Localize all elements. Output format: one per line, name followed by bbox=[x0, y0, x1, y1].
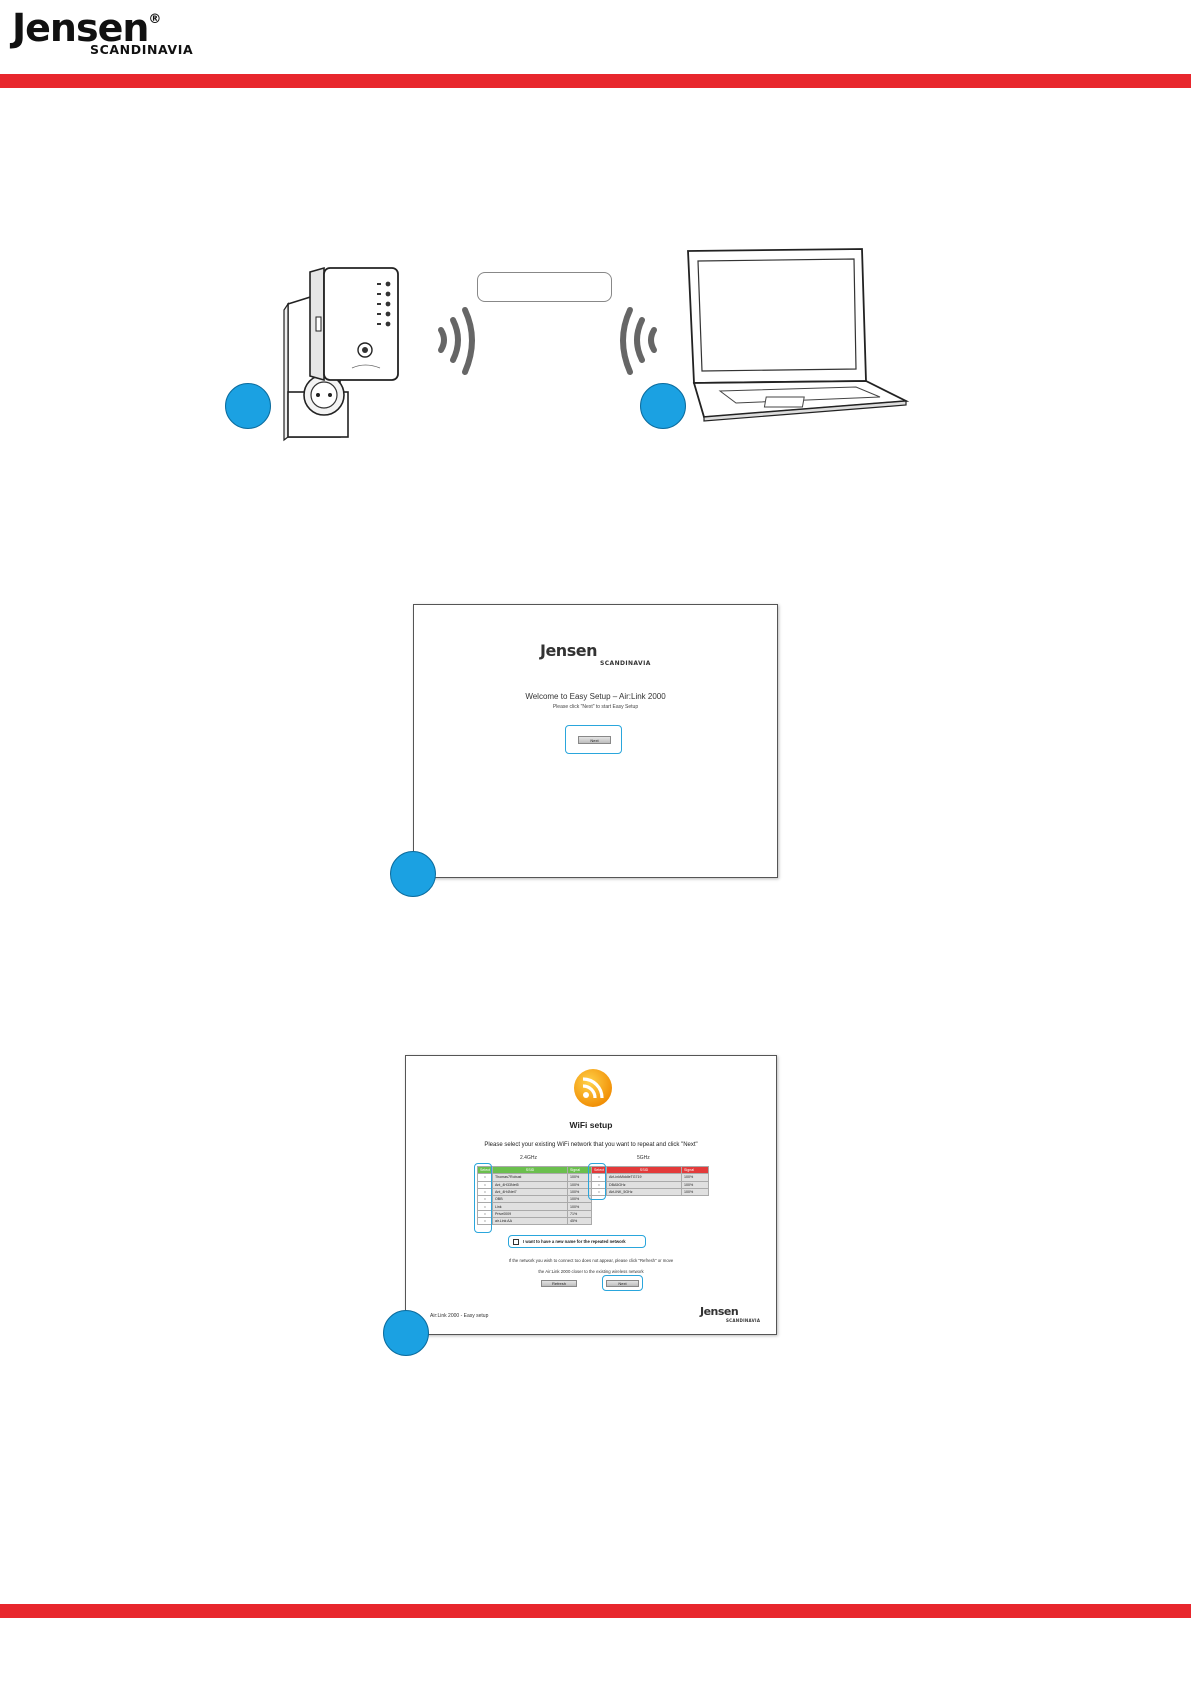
col-ssid: SSID bbox=[492, 1165, 568, 1175]
refresh-button[interactable]: Refresh bbox=[541, 1280, 577, 1287]
col-signal: Signal bbox=[681, 1165, 709, 1175]
ssid-cell: OBB bbox=[492, 1195, 568, 1204]
step-marker-laptop bbox=[640, 383, 686, 429]
band-5-label: 5GHz bbox=[637, 1155, 650, 1161]
signal-cell: 100% bbox=[567, 1202, 592, 1211]
wifi-setup-title: WiFi setup bbox=[569, 1120, 613, 1130]
help-text-line1: If the network you wish to connect too d… bbox=[508, 1258, 674, 1263]
ssid-cell: Thomas7Robust bbox=[492, 1173, 568, 1182]
step-marker-wifi-setup bbox=[383, 1310, 429, 1356]
wifi-waves-icon bbox=[438, 307, 475, 375]
ssid-cell: DBA5GHz bbox=[606, 1180, 682, 1189]
signal-cell: 100% bbox=[681, 1187, 709, 1197]
select-column-highlight-5 bbox=[588, 1163, 606, 1200]
rename-checkbox[interactable] bbox=[513, 1239, 519, 1245]
ssid-cell: Link bbox=[492, 1202, 568, 1211]
select-column-highlight-24 bbox=[474, 1163, 492, 1233]
extender-plugged-in-socket bbox=[283, 266, 399, 442]
rename-checkbox-label: I want to have a new name for the repeat… bbox=[523, 1239, 626, 1244]
step-marker-extender bbox=[225, 383, 271, 429]
brand-logo: Jensen® bbox=[12, 6, 161, 50]
step-marker-welcome bbox=[390, 851, 436, 897]
wifi-next-highlight bbox=[602, 1275, 643, 1291]
wifi-next-button[interactable]: Next bbox=[606, 1280, 639, 1287]
ssid-cell: Ant_4H33Net5 bbox=[492, 1180, 568, 1189]
signal-cell: 100% bbox=[681, 1180, 709, 1189]
ssid-cell: Prive0009 bbox=[492, 1209, 568, 1219]
signal-cell: 45% bbox=[567, 1217, 592, 1226]
footer-red-bar bbox=[0, 1604, 1191, 1618]
footer-brand-logo: Jensen bbox=[700, 1305, 739, 1318]
signal-cell: 100% bbox=[681, 1173, 709, 1182]
band-24-label: 2.4GHz bbox=[520, 1155, 537, 1161]
welcome-screen: Jensen SCANDINAVIA Welcome to Easy Setup… bbox=[413, 604, 778, 878]
rss-wifi-icon bbox=[574, 1069, 612, 1107]
next-highlight-box bbox=[565, 725, 622, 754]
col-ssid: SSID bbox=[606, 1165, 682, 1175]
rename-checkbox-highlight bbox=[508, 1235, 646, 1248]
ssid-cell: Ant_4H4Net7 bbox=[492, 1187, 568, 1197]
ssid-cell: AirLinkMiddleTG719 bbox=[606, 1173, 682, 1182]
laptop-illustration bbox=[687, 248, 910, 422]
wifi-setup-screen: WiFi setup Please select your existing W… bbox=[405, 1055, 777, 1335]
wifi-waves-icon-right bbox=[620, 307, 657, 375]
welcome-title: Welcome to Easy Setup – Air:Link 2000 bbox=[525, 692, 666, 701]
welcome-brand-logo: Jensen bbox=[540, 641, 597, 660]
header-red-bar bbox=[0, 74, 1191, 88]
brand-logo-text: Jensen bbox=[12, 6, 149, 50]
wifi-setup-instruction: Please select your existing WiFi network… bbox=[484, 1142, 698, 1148]
welcome-brand-sub: SCANDINAVIA bbox=[600, 660, 651, 667]
welcome-next-button[interactable]: Next bbox=[578, 736, 611, 744]
footer-brand-sub: SCANDINAVIA bbox=[726, 1318, 761, 1323]
help-text-line2: the Air:Link 2000 closer to the existing… bbox=[538, 1269, 644, 1274]
ssid-cell: AirLINK_5GHz bbox=[606, 1187, 682, 1197]
welcome-subtitle: Please click "Next" to start Easy Setup bbox=[552, 704, 639, 710]
connection-label-box bbox=[477, 272, 612, 302]
signal-cell: 71% bbox=[567, 1209, 592, 1219]
brand-logo-sub: SCANDINAVIA bbox=[90, 42, 194, 57]
ssid-cell: air.Link AA bbox=[492, 1217, 568, 1226]
footer-text: Air:Link 2000 - Easy setup bbox=[430, 1313, 489, 1319]
registered-mark: ® bbox=[148, 12, 161, 27]
